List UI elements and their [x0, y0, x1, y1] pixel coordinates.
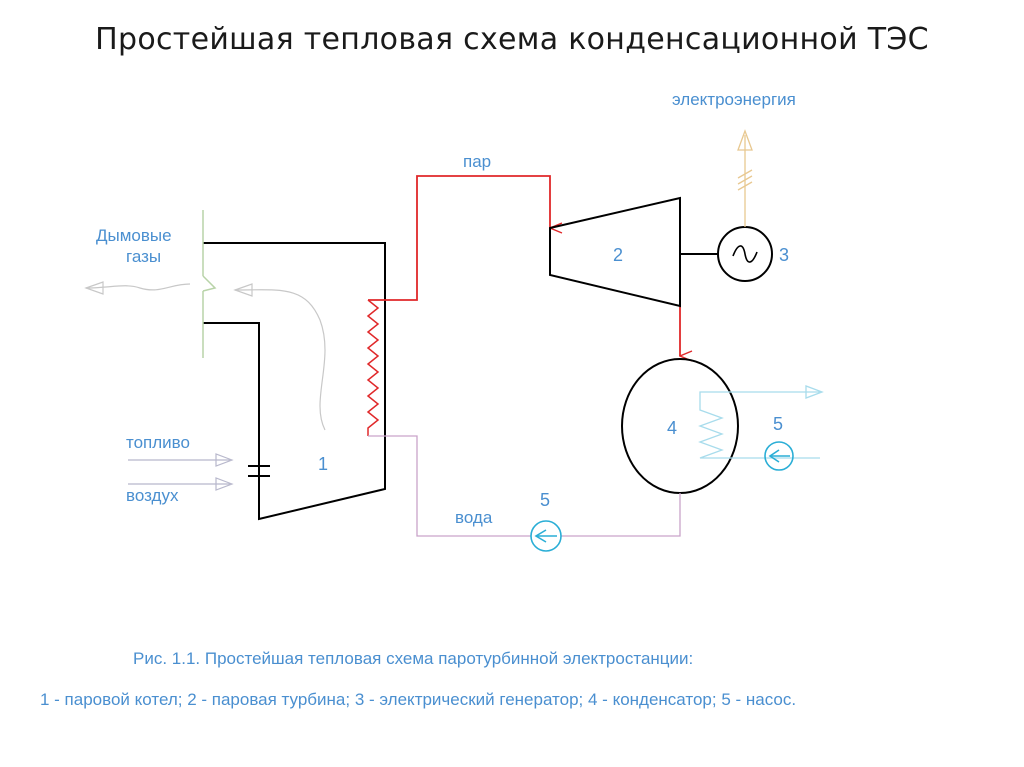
fuel-inlet-arrow: [128, 453, 234, 467]
steam-coil: [366, 299, 380, 436]
steam-turbine: [549, 196, 681, 308]
feed-water-pump: [530, 520, 562, 552]
figure-caption-legend: 1 - паровой котел; 2 - паровая турбина; …: [40, 690, 796, 709]
electricity-label: электроэнергия: [672, 90, 796, 109]
slide-title: Простейшая тепловая схема конденсационно…: [95, 22, 929, 57]
condenser-number: 4: [667, 418, 677, 438]
flue-gas-flow: [84, 281, 326, 431]
air-inlet-arrow: [128, 477, 234, 491]
generator-number: 3: [779, 245, 789, 265]
cooling-pump-number: 5: [773, 414, 783, 434]
flue-gases-label-1: Дымовые: [96, 226, 172, 245]
electricity-output: [737, 129, 753, 227]
flue-gases-label-2: газы: [126, 247, 161, 266]
steam-boiler: [203, 242, 386, 521]
feed-pump-number: 5: [540, 490, 550, 510]
water-label: вода: [455, 508, 493, 527]
air-label: воздух: [126, 486, 179, 505]
cooling-water-circuit: [698, 385, 824, 459]
fuel-label: топливо: [126, 433, 190, 452]
flue-gas-stack: [202, 210, 217, 358]
condenser: [621, 358, 739, 494]
feed-water-line: [368, 435, 681, 537]
boiler-number: 1: [318, 454, 328, 474]
steam-label: пар: [463, 152, 491, 171]
turbine-number: 2: [613, 245, 623, 265]
cooling-water-pump: [764, 441, 794, 471]
figure-caption-title: Рис. 1.1. Простейшая тепловая схема паро…: [133, 649, 693, 668]
electric-generator: [717, 226, 773, 282]
steam-line: [368, 175, 680, 356]
